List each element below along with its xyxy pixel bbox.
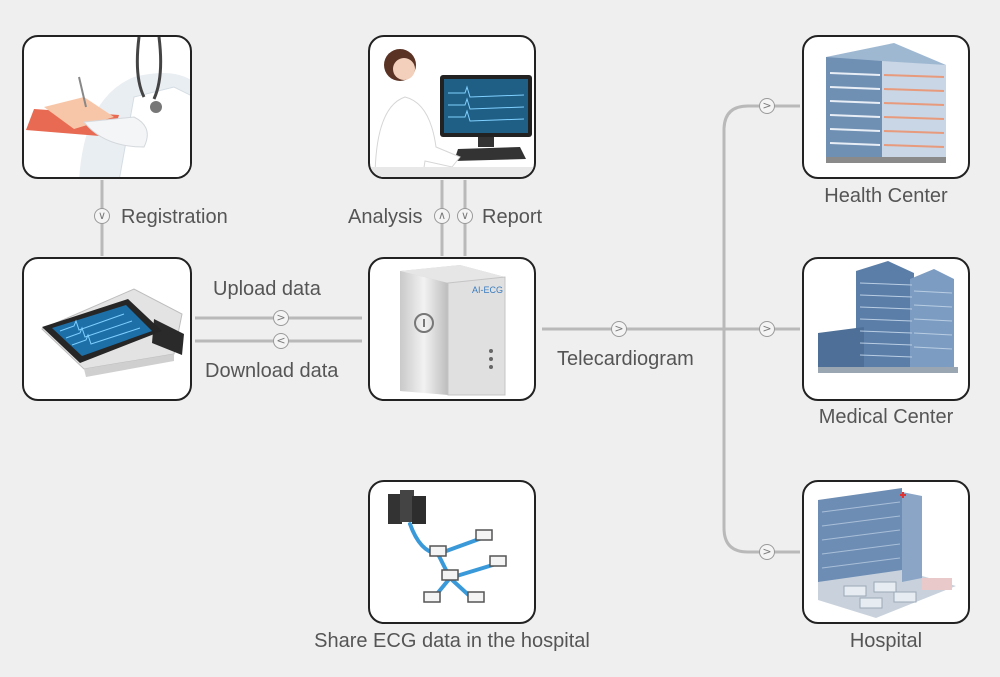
ai-ecg-server-illustration: AI-ECG (400, 265, 506, 396)
workstation-card (368, 35, 536, 179)
report-label: Report (482, 206, 543, 228)
share-ecg-data-label: Share ECG data in the hospital (314, 630, 590, 652)
report-arrow-down-icon: ∨ (457, 208, 473, 224)
medical-center-card (802, 257, 970, 401)
download-arrow-left-icon: < (273, 333, 289, 349)
analysis-arrow-up-icon: ∧ (434, 208, 450, 224)
hospital-network-illustration (388, 490, 507, 603)
health-center-card (802, 35, 970, 179)
doctor-illustration (26, 37, 190, 177)
server-brand-text: AI-ECG (472, 285, 503, 295)
ecg-device-card (22, 257, 192, 401)
upload-data-label: Upload data (213, 278, 321, 300)
hospital-building-illustration (818, 488, 956, 618)
doctor-at-workstation-illustration (370, 49, 534, 177)
server-card: AI-ECG (368, 257, 536, 401)
analysis-label: Analysis (348, 206, 423, 228)
telecardiogram-label: Telecardiogram (557, 348, 694, 370)
health-center-building-illustration (826, 43, 946, 163)
hospital-card (802, 480, 970, 624)
health-center-label: Health Center (824, 185, 948, 207)
medical-center-building-illustration (818, 261, 958, 373)
hospital-label: Hospital (849, 630, 923, 652)
registration-arrow-down-icon: ∨ (94, 208, 110, 224)
registration-label: Registration (121, 206, 228, 228)
health-center-arrow-right-icon: > (759, 98, 775, 114)
medical-center-arrow-right-icon: > (759, 321, 775, 337)
doctor-card (22, 35, 192, 179)
download-data-label: Download data (205, 360, 339, 382)
ecg-tablet-illustration (41, 288, 184, 377)
medical-center-label: Medical Center (818, 406, 954, 428)
telecardiogram-arrow-right-icon: > (611, 321, 627, 337)
network-card (368, 480, 536, 624)
upload-arrow-right-icon: > (273, 310, 289, 326)
distribution-trunk-line (722, 104, 800, 554)
hospital-arrow-right-icon: > (759, 544, 775, 560)
